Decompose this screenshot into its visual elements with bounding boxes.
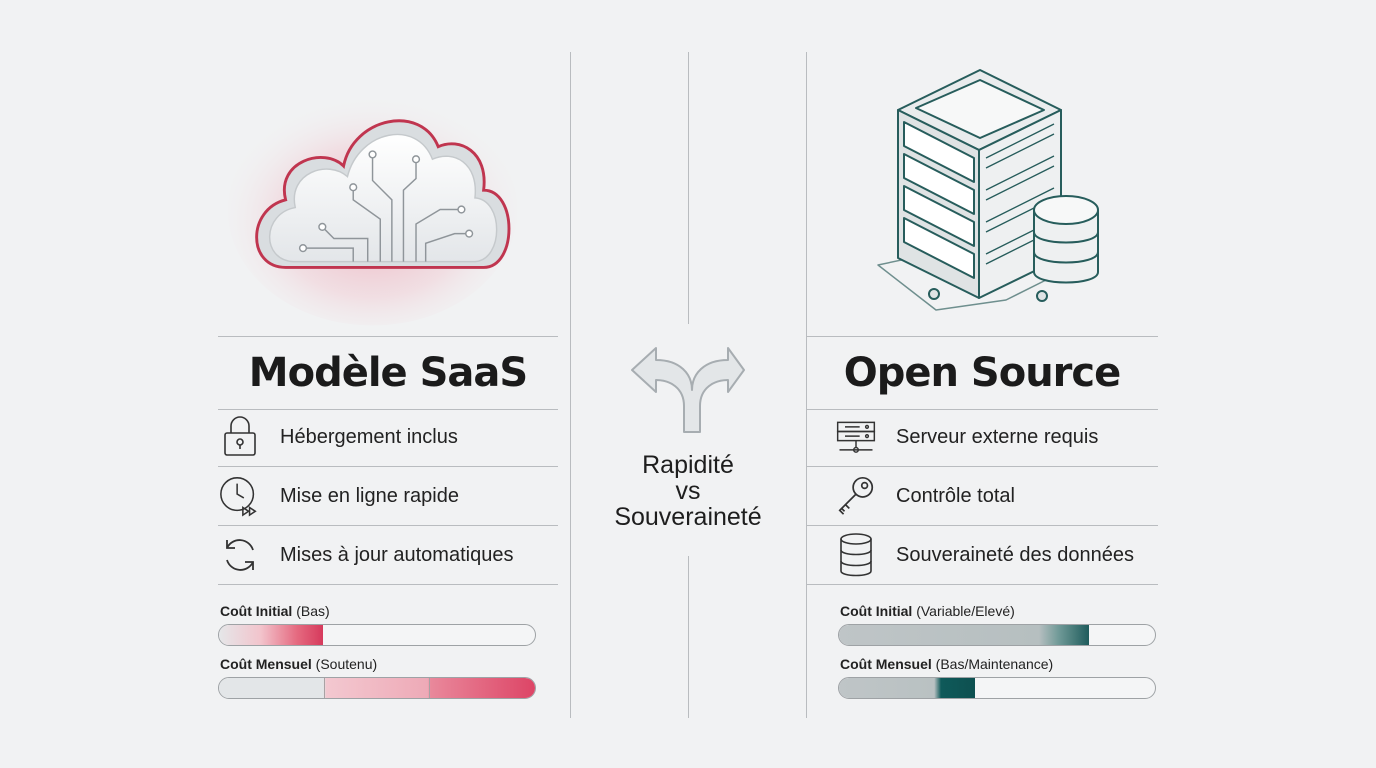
feature-row: Mises à jour automatiques: [218, 526, 558, 585]
cost-bar: [218, 624, 536, 646]
cost-label: Coût Mensuel (Bas/Maintenance): [840, 656, 1053, 672]
feature-label: Mise en ligne rapide: [280, 484, 459, 507]
cost-title: Coût Mensuel: [220, 656, 312, 672]
open-source-panel: Open Source Serveur externe requis Contr…: [806, 0, 1158, 768]
feature-row: Hébergement inclus: [218, 408, 558, 467]
feature-row: Serveur externe requis: [806, 408, 1158, 467]
cost-bar: [218, 677, 536, 699]
server-icon: [834, 415, 878, 459]
saas-title-row: Modèle SaaS: [218, 336, 558, 410]
divider-center-bottom: [688, 556, 689, 718]
caption-line-2: vs: [675, 477, 701, 505]
cost-label: Coût Mensuel (Soutenu): [220, 656, 377, 672]
caption-line-1: Rapidité: [642, 451, 734, 479]
key-icon: [834, 474, 878, 518]
divider-center-top: [688, 52, 689, 324]
cloud-circuit-icon: [227, 93, 518, 326]
cost-detail: (Variable/Elevé): [916, 603, 1015, 619]
lock-icon: [218, 415, 262, 459]
feature-label: Souveraineté des données: [896, 543, 1134, 566]
feature-label: Hébergement inclus: [280, 425, 458, 448]
cost-bar-fill: [839, 625, 1089, 645]
refresh-icon: [218, 533, 262, 577]
caption-line-3: Souveraineté: [614, 503, 762, 531]
open-source-title: Open Source: [843, 350, 1121, 396]
database-icon: [834, 533, 878, 577]
feature-row: Mise en ligne rapide: [218, 467, 558, 526]
feature-row: Contrôle total: [806, 467, 1158, 526]
cost-detail: (Bas/Maintenance): [935, 656, 1054, 672]
cost-title: Coût Initial: [220, 603, 293, 619]
cost-bar-fill: [219, 625, 324, 645]
cost-bar: [838, 624, 1156, 646]
clock-fast-forward-icon: [218, 474, 262, 518]
comparison-center: Rapidité vs Souveraineté: [600, 0, 776, 768]
cost-detail: (Soutenu): [315, 656, 378, 672]
cost-title: Coût Mensuel: [840, 656, 932, 672]
server-rack-icon: [877, 69, 1099, 311]
divider-right: [806, 52, 807, 718]
feature-label: Contrôle total: [896, 484, 1015, 507]
feature-row: Souveraineté des données: [806, 526, 1158, 585]
feature-label: Serveur externe requis: [896, 425, 1099, 448]
open-source-title-row: Open Source: [806, 336, 1158, 410]
split-arrow-icon: [631, 347, 745, 433]
saas-title: Modèle SaaS: [248, 350, 528, 396]
comparison-caption: Rapidité vs Souveraineté: [600, 452, 776, 530]
cost-label: Coût Initial (Variable/Elevé): [840, 603, 1015, 619]
cost-label: Coût Initial (Bas): [220, 603, 330, 619]
cost-detail: (Bas): [296, 603, 330, 619]
cost-title: Coût Initial: [840, 603, 913, 619]
saas-panel: Modèle SaaS Hébergement inclus Mise en l…: [218, 0, 558, 768]
feature-label: Mises à jour automatiques: [280, 543, 514, 566]
cost-bar: [838, 677, 1156, 699]
cost-bar-fill: [839, 678, 975, 698]
cost-bar-fill: [219, 678, 535, 698]
divider-left: [570, 52, 571, 718]
